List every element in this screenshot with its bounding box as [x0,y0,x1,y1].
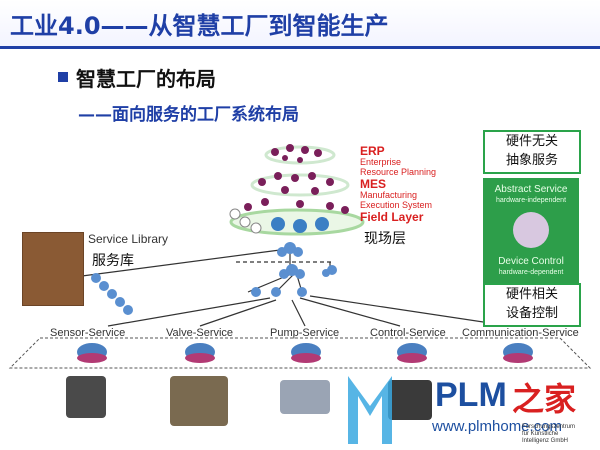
service-label-control: Control-Service [370,327,446,339]
connector-lines [81,248,511,327]
mes-label: MES [360,177,387,191]
mes-ring [250,173,350,197]
erp-desc-2: Resource Planning [360,167,437,177]
sensor-device-image [66,376,106,418]
mes-desc-1: Manufacturing [360,190,418,200]
service-caps [77,343,533,363]
service-label-sensor: Sensor-Service [50,327,126,339]
service-node-icon [513,212,549,248]
service-label-valve: Valve-Service [166,327,234,339]
pump-device-image [280,380,330,414]
service-layer-panel: Abstract Service hardware-independent De… [483,178,579,286]
hardware-independent-label: hardware-independent [495,197,567,204]
hardware-dependent-label: hardware-dependent [498,269,564,276]
hw-dependent-line-1: 硬件相关 [505,287,558,302]
service-platform [8,337,592,369]
hw-dependent-line-2: 设备控制 [505,306,558,321]
bullet-square-icon [58,72,68,82]
service-library-label: Service Library [88,232,169,246]
slide-heading: 智慧工厂的布局 [76,67,216,91]
slide-title: 工业4.0——从智慧工厂到智能生产 [10,12,389,40]
source-credit-line-2: für Künstliche [522,431,559,437]
hw-independent-box: 硬件无关 抽象服务 [483,130,581,174]
abstract-service-label: Abstract Service [494,184,568,195]
source-credit: Forschungszentrum für Künstliche Intelli… [522,424,575,445]
field-node-circles [229,208,262,234]
title-bar [0,0,600,49]
plm-logo-icon [348,376,392,444]
service-library-cn: 服务库 [92,253,134,269]
control-device-image [388,380,432,420]
source-credit-line-3: Intelligenz GmbH [522,438,569,444]
watermark-url: www.plmhome.com [432,418,563,435]
source-credit-line-1: Forschungszentrum [522,424,576,430]
service-label-communication: Communication-Service [462,327,579,339]
slide-subheading: ——面向服务的工厂系统布局 [78,105,299,125]
field-layer-cn: 现场层 [364,231,406,247]
field-service-nodes [271,217,329,233]
valve-device-image [170,376,228,426]
service-label-pump: Pump-Service [270,327,340,339]
watermark-brand: PLM [435,376,507,414]
mes-desc-2: Execution System [360,200,433,210]
hw-dependent-box: 硬件相关 设备控制 [483,283,581,327]
field-layer-label: Field Layer [360,210,424,224]
hw-independent-line-1: 硬件无关 [505,134,558,149]
erp-desc-1: Enterprise [360,157,402,167]
device-control-label: Device Control [498,256,564,267]
erp-label: ERP [360,144,385,158]
library-bookshelf-image [22,232,84,306]
watermark-brand-cn: 之家 [512,380,577,418]
pyramid-nodes [244,144,349,214]
service-clusters [91,242,337,315]
hw-independent-line-2: 抽象服务 [505,153,558,168]
